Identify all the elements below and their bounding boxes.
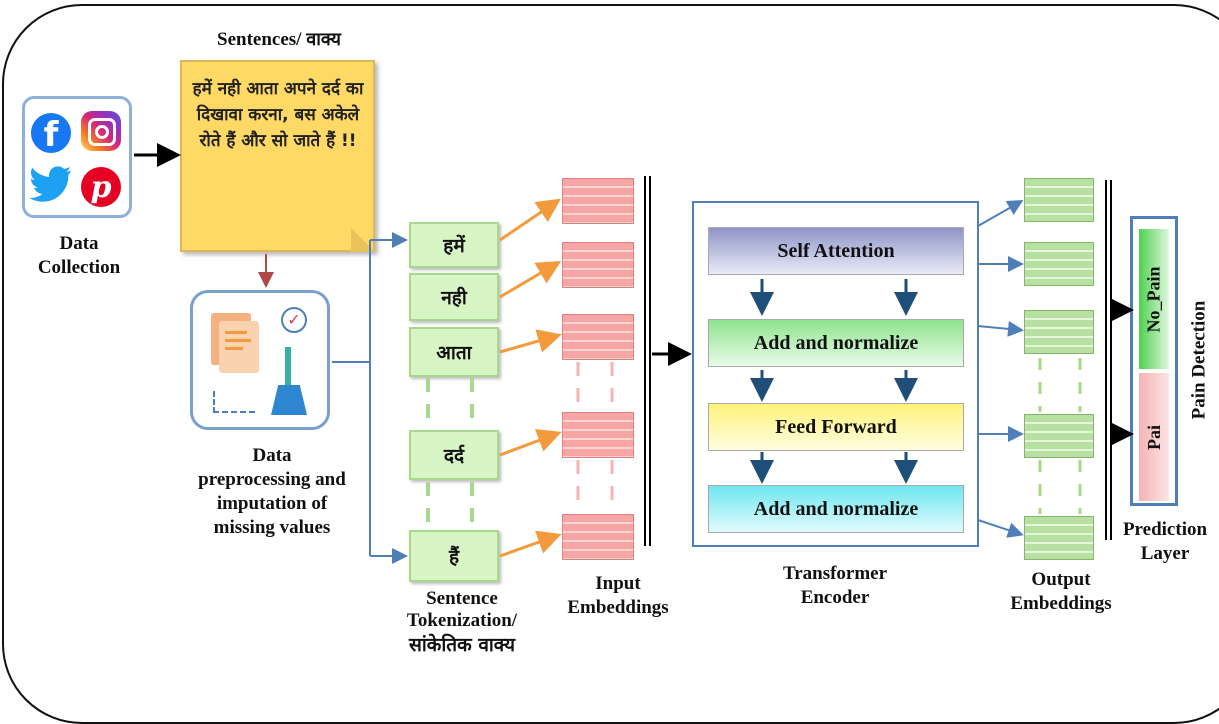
output-embedding [1024, 178, 1094, 222]
input-embeddings-label: Input Embeddings [567, 573, 669, 618]
facebook-icon: f [31, 113, 71, 155]
preprocessing-label: Data preprocessing and imputation of mis… [198, 445, 346, 538]
pinterest-icon: p [81, 167, 121, 207]
sentences-label: Sentences/ वाक्य [217, 29, 341, 50]
prediction-layer-label: Prediction Layer [1122, 519, 1208, 564]
input-embedding [562, 514, 634, 560]
token-box: आता [409, 327, 499, 377]
prediction-layer: No_Pain Pai [1130, 216, 1178, 506]
token-box: नही [409, 273, 499, 321]
output-embedding [1024, 310, 1094, 354]
add-normalize-layer: Add and normalize [708, 485, 964, 533]
output-embedding [1024, 242, 1094, 286]
self-attention-layer: Self Attention [708, 227, 964, 275]
data-preprocessing-illustration: ✓ [190, 290, 330, 430]
checkmark-icon: ✓ [281, 307, 307, 333]
pain-class: Pai [1139, 373, 1169, 501]
transformer-encoder-label: Transformer Encoder [782, 563, 888, 608]
output-embedding [1024, 414, 1094, 458]
feed-forward-layer: Feed Forward [708, 403, 964, 451]
broom-icon [285, 347, 291, 387]
output-embedding [1024, 516, 1094, 560]
token-box: हमें [409, 222, 499, 268]
social-media-sources: f p [22, 96, 132, 218]
input-embedding [562, 412, 634, 458]
twitter-icon [29, 165, 72, 205]
sample-sentence-note: हमें नही आता अपने दर्द का दिखावा करना, ब… [180, 60, 375, 252]
data-collection-label: Data Collection [37, 233, 121, 278]
connectors [134, 143, 1134, 564]
tokenization-label: Sentence Tokenization/ सांकेतिक वाक्य [406, 588, 518, 656]
transformer-encoder: Self Attention Add and normalize Feed Fo… [692, 201, 979, 547]
output-embeddings-label: Output Embeddings [1010, 569, 1112, 614]
add-normalize-layer: Add and normalize [708, 319, 964, 367]
token-box: हैं [409, 530, 499, 582]
token-box: दर्द [409, 430, 499, 480]
no-pain-class: No_Pain [1139, 229, 1169, 369]
instagram-icon [81, 111, 121, 151]
input-embedding [562, 178, 634, 224]
input-embedding [562, 314, 634, 360]
sample-sentence: हमें नही आता अपने दर्द का दिखावा करना, ब… [192, 79, 364, 151]
input-embedding [562, 242, 634, 288]
